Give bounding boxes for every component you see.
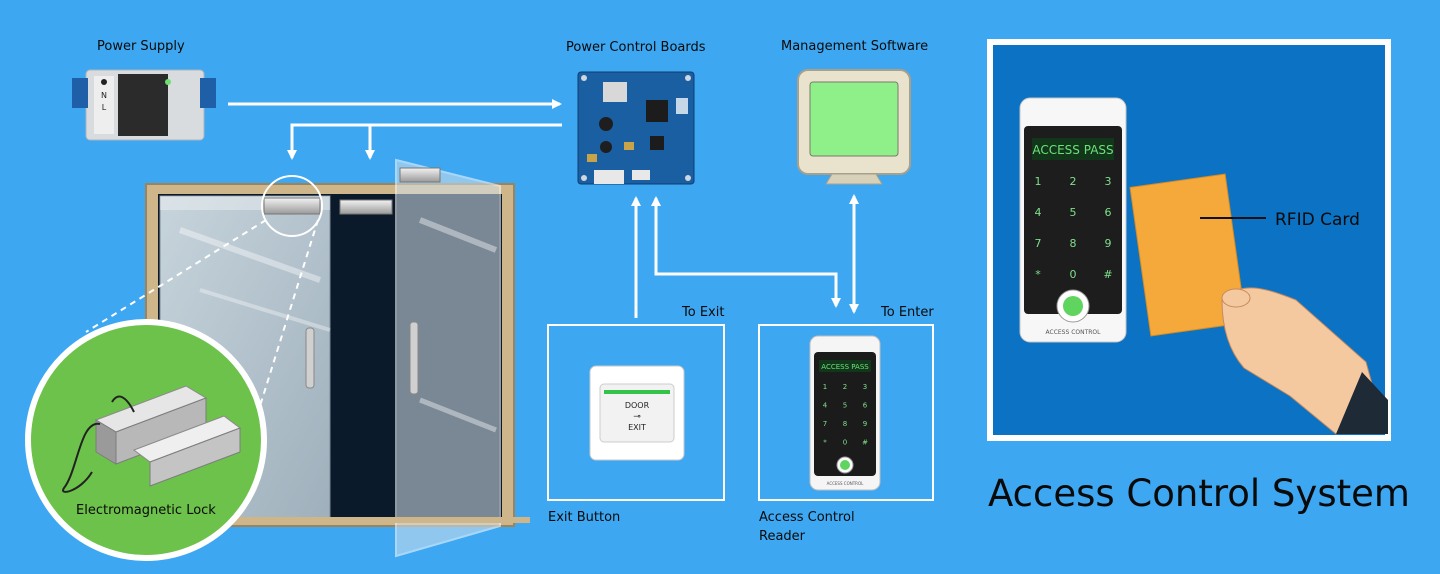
exit-button-label: Exit Button	[548, 510, 621, 525]
keypad-key: 1	[823, 383, 827, 391]
keypad-key: #	[1103, 268, 1112, 281]
keypad-key: 6	[863, 402, 868, 410]
electromagnetic-lock-zoom	[25, 319, 267, 561]
access-reader-box: ACCESS PASS 1 2 3 4 5 6 7 8 9 * 0 # ACCESS CONTROL	[758, 324, 934, 501]
keypad-key: 7	[823, 420, 827, 428]
keypad-key: 7	[1035, 237, 1042, 250]
power-supply-unit: N L	[72, 69, 216, 141]
big-reader-brand: ACCESS CONTROL	[1046, 329, 1102, 336]
keypad-key: #	[862, 439, 868, 447]
management-software-label: Management Software	[781, 39, 929, 54]
keypad-key: 0	[1070, 268, 1077, 281]
electromagnetic-lock-label: Electromagnetic Lock	[76, 503, 216, 518]
keypad-key: 6	[1105, 206, 1112, 219]
keypad-key: *	[1035, 268, 1041, 281]
exit-plate-line1: DOOR	[625, 401, 650, 410]
keypad-key: 5	[1070, 206, 1077, 219]
reader-label-line2: Reader	[759, 529, 806, 544]
rfid-panel: ACCESS PASS 1 2 3 4 5 6 7 8 9 * 0 # ACCESS CONTROL	[987, 39, 1391, 441]
small-reader-keypad: 1 2 3 4 5 6 7 8 9 * 0 #	[823, 383, 868, 447]
keypad-key: 2	[843, 383, 847, 391]
exit-plate-line2: EXIT	[628, 423, 646, 432]
power-control-board	[577, 71, 695, 185]
ps-terminal-l: L	[102, 103, 107, 112]
keypad-key: 8	[1070, 237, 1077, 250]
keypad-key: 2	[1070, 175, 1077, 188]
keypad-key: 5	[843, 402, 847, 410]
exit-button-box: DOOR ⊸ EXIT	[547, 324, 725, 501]
to-enter-label: To Enter	[881, 305, 934, 320]
rfid-card-label: RFID Card	[1275, 210, 1360, 230]
to-exit-label: To Exit	[682, 305, 725, 320]
keypad-key: 4	[1035, 206, 1042, 219]
keypad-key: 3	[863, 383, 867, 391]
big-reader-keypad: 1 2 3 4 5 6 7 8 9 * 0 #	[1035, 175, 1113, 281]
flow-arrows	[228, 99, 859, 318]
ps-terminal-n: N	[101, 91, 107, 100]
small-reader-brand: ACCESS CONTROL	[827, 481, 864, 486]
reader-label-line1: Access Control	[759, 510, 855, 525]
small-reader-display: ACCESS PASS	[821, 363, 869, 371]
key-icon: ⊸	[633, 412, 641, 422]
keypad-key: 3	[1105, 175, 1112, 188]
power-supply-label: Power Supply	[97, 39, 185, 54]
keypad-key: 4	[823, 402, 828, 410]
keypad-key: 9	[863, 420, 867, 428]
power-boards-label: Power Control Boards	[566, 40, 706, 55]
keypad-key: 1	[1035, 175, 1042, 188]
keypad-key: *	[823, 439, 827, 447]
keypad-key: 0	[843, 439, 847, 447]
management-monitor	[797, 69, 911, 185]
keypad-key: 8	[843, 420, 847, 428]
big-reader-display: ACCESS PASS	[1032, 143, 1113, 157]
page-title: Access Control System	[988, 472, 1410, 515]
keypad-key: 9	[1105, 237, 1112, 250]
